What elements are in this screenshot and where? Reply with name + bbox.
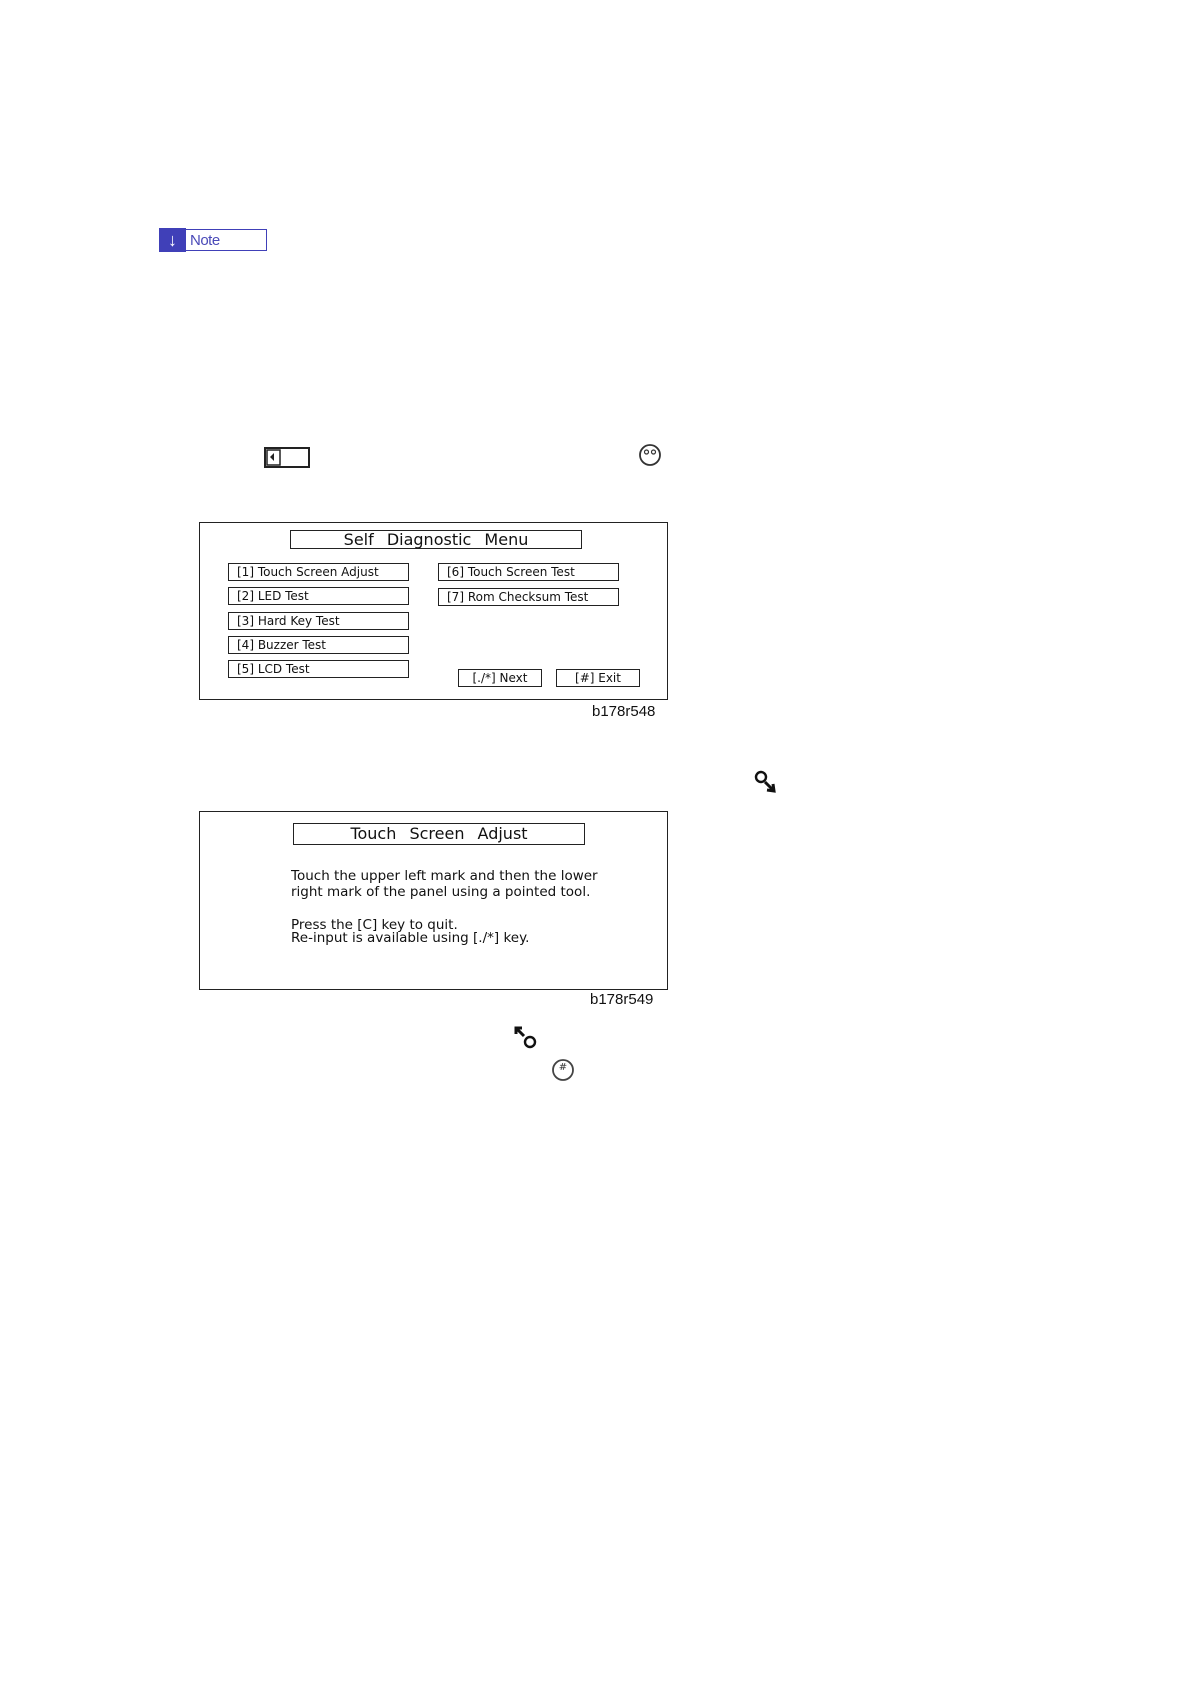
pointer-circle-icon <box>514 1026 537 1049</box>
down-arrow-icon: ↓ <box>159 228 186 252</box>
menu-item-lcd-test[interactable]: [5] LCD Test <box>228 660 409 678</box>
menu-item-buzzer-test[interactable]: [4] Buzzer Test <box>228 636 409 654</box>
instruction-line-2: right mark of the panel using a pointed … <box>291 884 591 900</box>
next-button[interactable]: [./*] Next <box>458 669 542 687</box>
menu-item-touch-screen-adjust[interactable]: [1] Touch Screen Adjust <box>228 563 409 581</box>
svg-text:#: # <box>559 1062 567 1073</box>
screen-title: Touch Screen Adjust <box>293 823 585 845</box>
pointer-icon <box>754 770 776 793</box>
touch-screen-adjust-screen: Touch Screen Adjust Touch the upper left… <box>199 811 668 990</box>
instruction-line-3: Press the [C] key to quit. <box>291 917 458 933</box>
note-badge: ↓ Note <box>159 228 267 252</box>
round-key-icon <box>639 444 661 466</box>
menu-item-touch-screen-test[interactable]: [6] Touch Screen Test <box>438 563 619 581</box>
menu-item-rom-checksum-test[interactable]: [7] Rom Checksum Test <box>438 588 619 606</box>
screen-title: Self Diagnostic Menu <box>290 530 582 549</box>
note-label: Note <box>186 229 267 251</box>
self-diagnostic-screen: Self Diagnostic Menu [1] Touch Screen Ad… <box>199 522 668 700</box>
instruction-line-4: Re-input is available using [./*] key. <box>291 930 530 946</box>
rectangle-key-icon <box>264 447 310 468</box>
figure-caption: b178r548 <box>592 703 656 720</box>
hash-key-icon: # <box>552 1059 574 1081</box>
exit-button[interactable]: [#] Exit <box>556 669 640 687</box>
instruction-line-1: Touch the upper left mark and then the l… <box>291 868 598 884</box>
menu-item-hard-key-test[interactable]: [3] Hard Key Test <box>228 612 409 630</box>
menu-item-led-test[interactable]: [2] LED Test <box>228 587 409 605</box>
figure-caption: b178r549 <box>590 991 654 1008</box>
